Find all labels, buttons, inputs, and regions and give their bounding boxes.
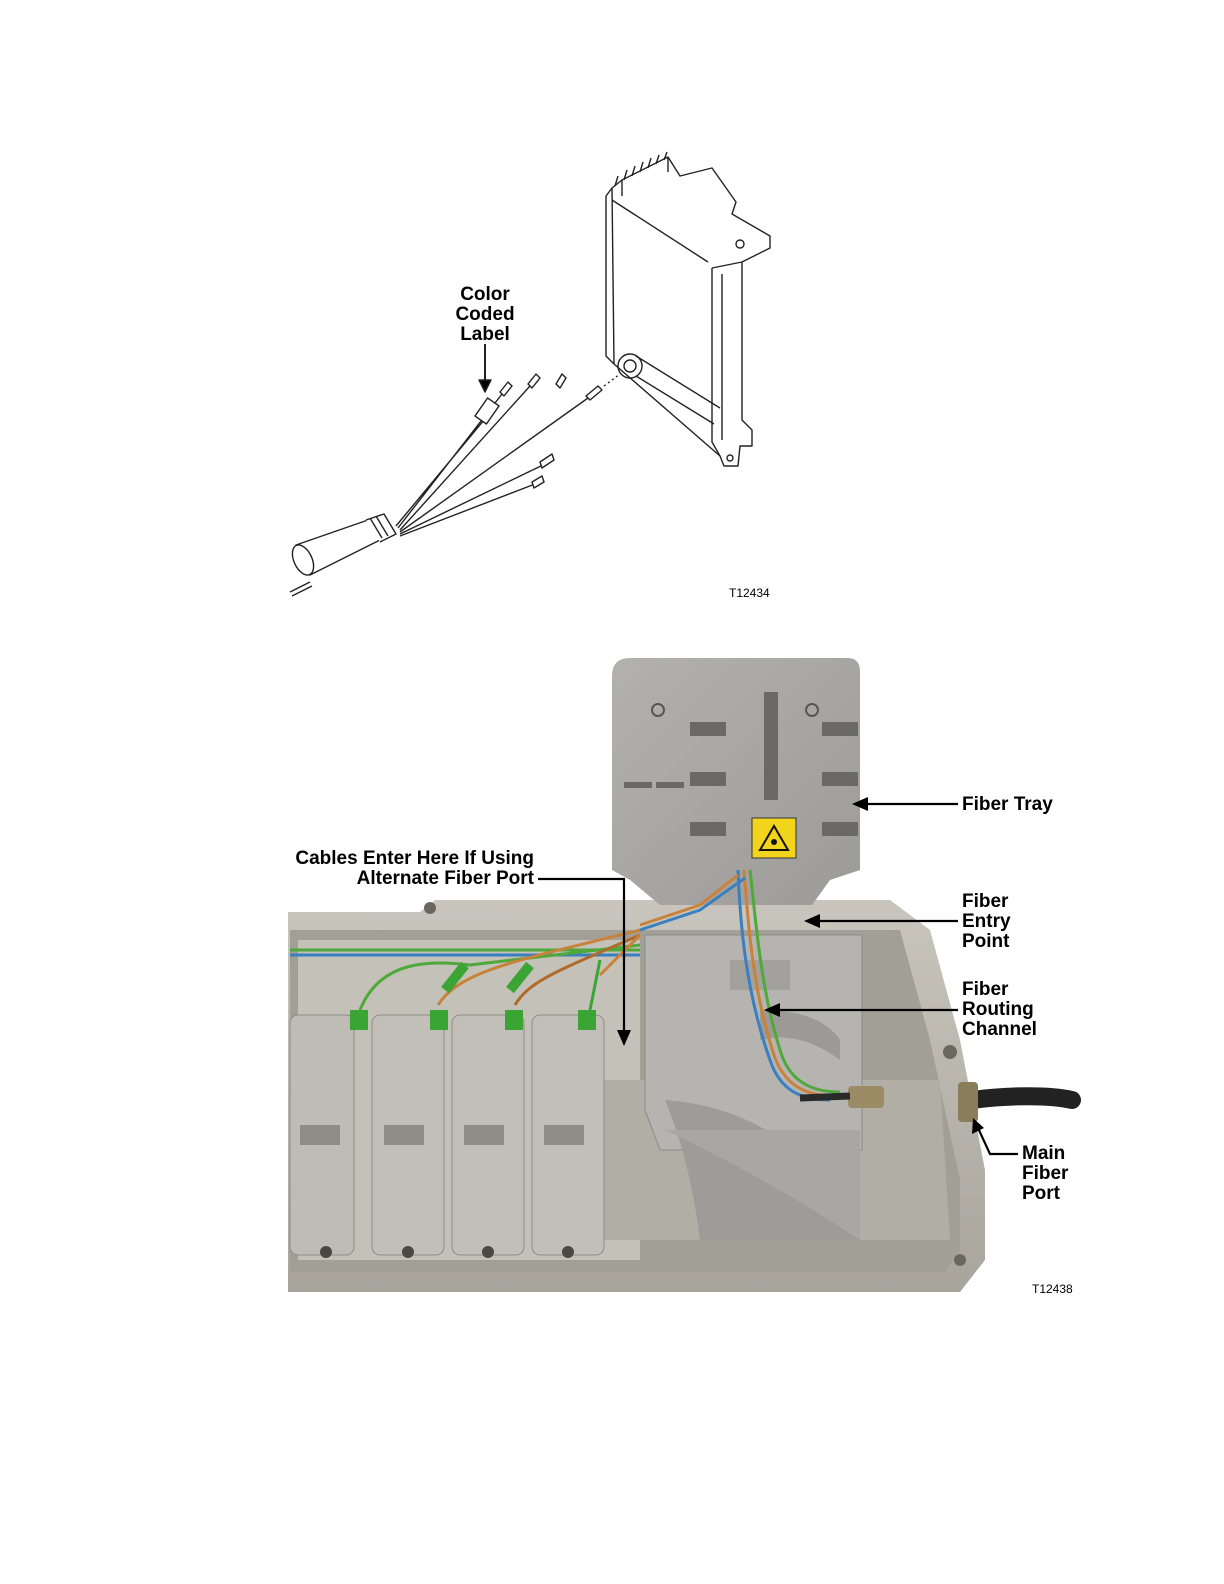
label-line: Fiber bbox=[1022, 1164, 1068, 1184]
label-line: Fiber bbox=[962, 892, 1011, 912]
fiber-tray bbox=[612, 658, 860, 905]
label-line: Channel bbox=[962, 1020, 1037, 1040]
label-line: Cables Enter Here If Using bbox=[290, 849, 534, 869]
label-line: Entry bbox=[962, 912, 1011, 932]
label-line: Routing bbox=[962, 1000, 1037, 1020]
label-line: Fiber bbox=[962, 980, 1037, 1000]
label-line: Alternate Fiber Port bbox=[290, 869, 534, 889]
label-line: Point bbox=[962, 932, 1011, 952]
main-fiber-port-label: Main Fiber Port bbox=[1022, 1144, 1068, 1204]
figure-2-id: T12438 bbox=[1032, 1282, 1073, 1296]
fiber-entry-point-label: Fiber Entry Point bbox=[962, 892, 1011, 952]
cables-enter-label: Cables Enter Here If Using Alternate Fib… bbox=[290, 849, 534, 889]
laser-warning-label bbox=[752, 818, 796, 858]
fiber-tray-label: Fiber Tray bbox=[962, 795, 1053, 815]
label-line: Port bbox=[1022, 1184, 1068, 1204]
label-line: Main bbox=[1022, 1144, 1068, 1164]
fiber-routing-channel-label: Fiber Routing Channel bbox=[962, 980, 1037, 1040]
